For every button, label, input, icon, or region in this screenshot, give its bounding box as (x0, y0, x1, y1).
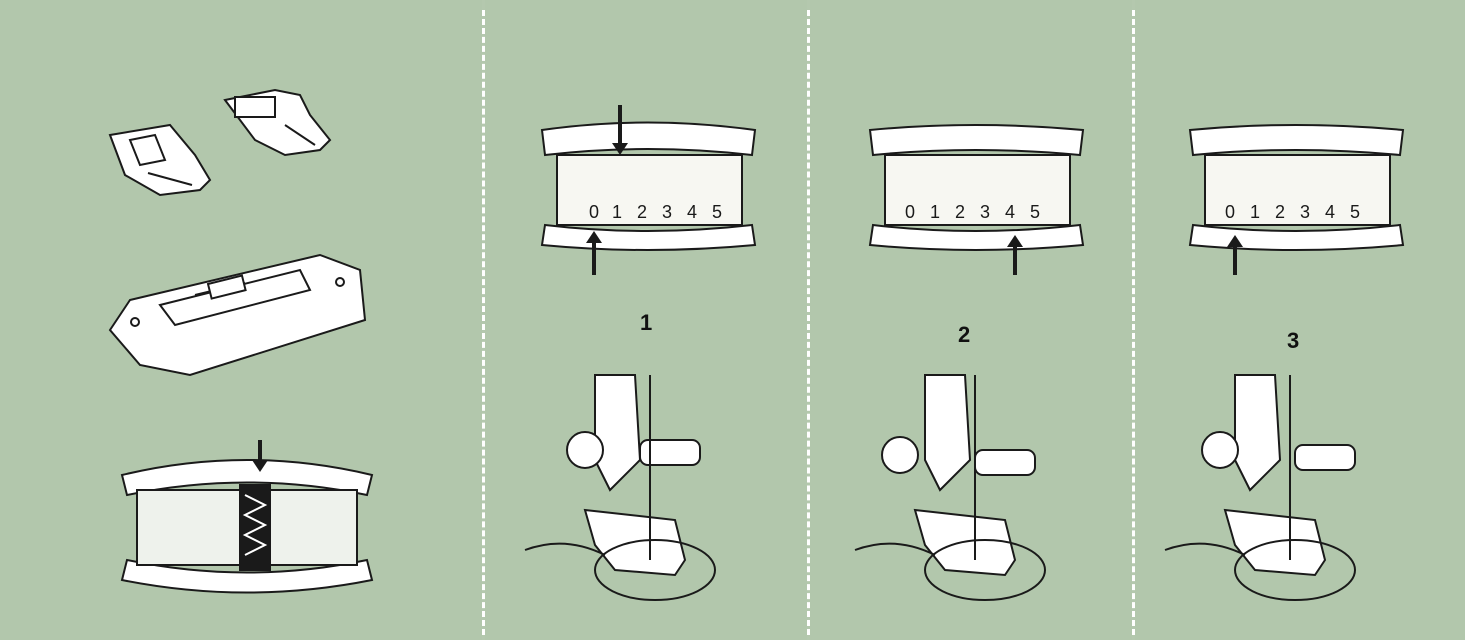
sewing-machine-presser-foot-icon (524, 374, 716, 601)
step-number: 2 (958, 322, 971, 347)
sewing-machine-presser-foot-icon (1164, 374, 1356, 601)
panel-divider (807, 10, 810, 635)
dial-number: 2 (637, 202, 647, 222)
stitch-selector-dial-icon (120, 440, 374, 594)
step-number: 1 (640, 310, 653, 335)
dial-number: 4 (1005, 202, 1015, 222)
stitch-width-dial-icon: 0 1 2 3 4 5 (868, 124, 1085, 275)
dial-number: 3 (1300, 202, 1310, 222)
straight-stitch-foot-icon (223, 88, 332, 157)
dial-number: 1 (930, 202, 940, 222)
panel-divider (482, 10, 485, 635)
dial-number: 4 (1325, 202, 1335, 222)
dial-number: 5 (1350, 202, 1360, 222)
dial-number: 3 (980, 202, 990, 222)
dial-number: 5 (712, 202, 722, 222)
dial-number: 2 (955, 202, 965, 222)
dial-number: 5 (1030, 202, 1040, 222)
dial-number: 0 (589, 202, 599, 222)
dial-number: 0 (905, 202, 915, 222)
straight-stitch-needle-plate-icon (108, 253, 367, 377)
dial-number: 2 (1275, 202, 1285, 222)
zigzag-foot-icon (108, 123, 212, 197)
dial-number: 0 (1225, 202, 1235, 222)
panel-divider (1132, 10, 1135, 635)
step-number: 3 (1287, 328, 1300, 353)
sewing-machine-presser-foot-icon (854, 374, 1046, 601)
stitch-width-dial-icon: 0 1 2 3 4 5 (1188, 124, 1405, 275)
dial-number: 4 (687, 202, 697, 222)
dial-number: 1 (612, 202, 622, 222)
dial-number: 1 (1250, 202, 1260, 222)
dial-number: 3 (662, 202, 672, 222)
stitch-width-dial-icon: 0 1 2 3 4 5 (540, 105, 757, 275)
